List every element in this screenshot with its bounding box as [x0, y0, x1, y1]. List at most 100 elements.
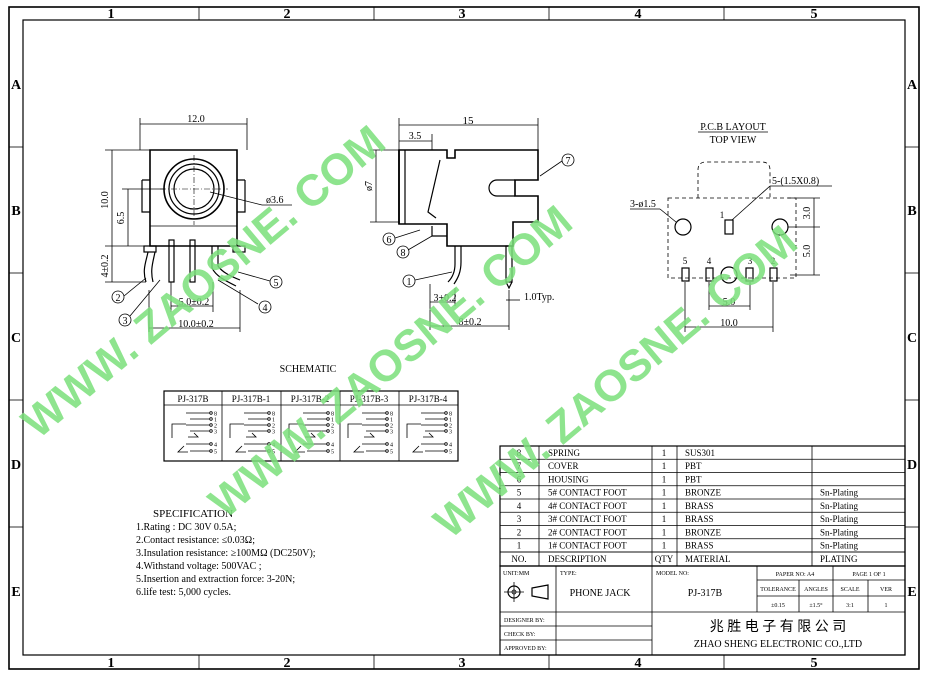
pcb-pin-2: 2	[771, 256, 776, 266]
row-label: B	[907, 204, 916, 219]
schematic-pin-number: 5	[449, 450, 452, 456]
schematic: SCHEMATIC PJ-317B PJ-317B-1 PJ-317B-2 PJ…	[163, 364, 459, 462]
spec-item-5: 5.Insertion and extraction force: 3-20N;	[136, 574, 295, 585]
schematic-pin-number: 3	[449, 430, 452, 436]
schematic-pin-number: 5	[331, 450, 334, 456]
col-label: 2	[284, 656, 291, 671]
ver-label: VER	[880, 587, 892, 593]
schematic-pin-number: 4	[390, 443, 393, 449]
company-name-cn: 兆 胜 电 子 有 限 公 司	[710, 619, 847, 635]
callout-8: 8	[401, 248, 406, 259]
schematic-pin-number: 8	[390, 412, 393, 418]
schematic-pin-number: 4	[331, 443, 334, 449]
dim-front-hole: ø3.6	[266, 195, 284, 206]
col-label: 1	[108, 656, 115, 671]
dim-side-pin-thickness: 1.0Typ.	[524, 292, 554, 303]
schematic-header-4: PJ-317B-4	[409, 394, 448, 404]
company-name-en: ZHAO SHENG ELECTRONIC CO.,LTD	[694, 639, 862, 650]
bom-cell-qty: 1	[662, 461, 667, 471]
row-label: D	[907, 458, 917, 473]
schematic-pin-number: 4	[214, 443, 217, 449]
scale-value: 3:1	[846, 603, 854, 609]
spec-title: SPECIFICATION	[153, 508, 233, 520]
pcb-pin-3: 3	[748, 256, 753, 266]
bom-cell-qty: 1	[662, 488, 667, 498]
bom-cell-qty: 1	[662, 527, 667, 537]
pcb-dim-h1: 5.0	[723, 297, 736, 308]
column-labels-top: 1 2 3 4 5	[108, 7, 818, 22]
model-value: PJ-317B	[688, 588, 723, 599]
tolerance-value: ±0.15	[771, 603, 785, 609]
bom-cell-plating: Sn-Plating	[820, 527, 859, 537]
row-label: E	[11, 585, 20, 600]
col-label: 3	[459, 656, 466, 671]
bom-cell-desc: 1# CONTACT FOOT	[548, 541, 627, 551]
callout-3: 3	[123, 316, 128, 327]
schematic-pin-number: 3	[331, 430, 334, 436]
bom-cell-material: BRONZE	[685, 527, 722, 537]
bom-header-qty: QTY	[655, 554, 674, 564]
bom-cell-material: BRASS	[685, 501, 714, 511]
bom-cell-material: BRASS	[685, 541, 714, 551]
schematic-header-0: PJ-317B	[177, 394, 208, 404]
callout-4: 4	[263, 303, 268, 314]
bom-cell-desc: 4# CONTACT FOOT	[548, 501, 627, 511]
callout-6: 6	[387, 235, 392, 246]
dim-front-pin-span: 10.0±0.2	[178, 319, 214, 330]
dim-side-dia: ø7	[364, 181, 375, 191]
schematic-header-1: PJ-317B-1	[232, 394, 271, 404]
schematic-pin-number: 1	[390, 418, 393, 424]
bom-cell-no: 6	[517, 474, 522, 484]
spec-item-1: 1.Rating : DC 30V 0.5A;	[136, 522, 237, 533]
schematic-pin-number: 5	[390, 450, 393, 456]
callout-5: 5	[274, 278, 279, 289]
schematic-pin-number: 2	[214, 424, 217, 430]
pcb-dim-h2: 10.0	[720, 318, 738, 329]
spec-item-2: 2.Contact resistance: ≤0.03Ω;	[136, 535, 255, 546]
col-label: 5	[811, 656, 818, 671]
bom-cell-no: 2	[517, 527, 522, 537]
bom-header-material: MATERIAL	[685, 554, 731, 564]
schematic-pin-number: 5	[272, 450, 275, 456]
row-label: A	[11, 78, 22, 93]
bom-cell-qty: 1	[662, 474, 667, 484]
schematic-pin-number: 5	[214, 450, 217, 456]
schematic-pin-number: 3	[390, 430, 393, 436]
callout-1: 1	[407, 277, 412, 288]
unit-label: UNIT:MM	[503, 571, 530, 577]
bom-cell-no: 3	[517, 514, 522, 524]
row-label: C	[907, 331, 917, 346]
bom-cell-desc: 3# CONTACT FOOT	[548, 514, 627, 524]
schematic-header-2: PJ-317B-2	[291, 394, 330, 404]
pcb-pin-4: 4	[707, 256, 712, 266]
schematic-pin-number: 4	[449, 443, 452, 449]
tolerance-label: TOLERANCE	[760, 587, 796, 593]
side-view: 15 3.5 ø7 3±0.2 8±0.2 1.0Typ. 7 6 8 1	[364, 115, 575, 330]
dim-front-width: 12.0	[187, 114, 205, 125]
bom-cell-desc: COVER	[548, 461, 579, 471]
schematic-pin-number: 1	[331, 418, 334, 424]
dim-side-base: 8±0.2	[459, 317, 482, 328]
row-label: A	[907, 78, 918, 93]
bom-cell-material: PBT	[685, 461, 702, 471]
row-label: D	[11, 458, 21, 473]
schematic-header-3: PJ-317B-3	[350, 394, 389, 404]
row-label: C	[11, 331, 21, 346]
bom-cell-desc: HOUSING	[548, 474, 589, 484]
type-label: TYPE:	[560, 571, 577, 577]
type-value: PHONE JACK	[570, 588, 632, 599]
bom-cell-no: 1	[517, 541, 522, 551]
schematic-pin-number: 8	[449, 412, 452, 418]
pcb-title: P.C.B LAYOUT	[700, 122, 765, 133]
bom-cell-desc: 5# CONTACT FOOT	[548, 488, 627, 498]
schematic-pin-number: 3	[214, 430, 217, 436]
bom-cell-material: BRONZE	[685, 488, 722, 498]
dim-front-height: 10.0	[100, 191, 111, 209]
pcb-pin-5: 5	[683, 256, 688, 266]
schematic-pin-number: 2	[449, 424, 452, 430]
ver-value: 1	[885, 603, 888, 609]
